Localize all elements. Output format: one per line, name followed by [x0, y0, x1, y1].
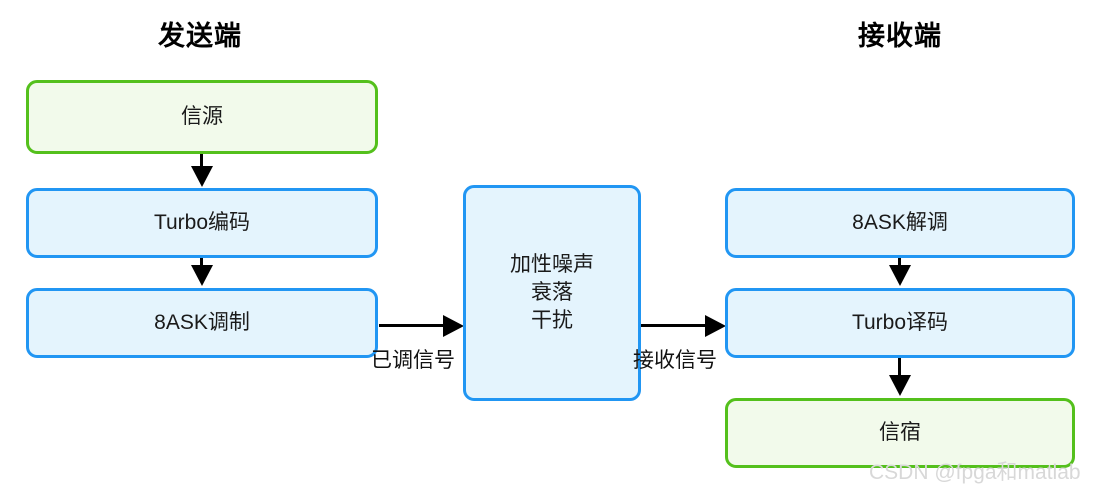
edge-decode-to-sink	[898, 358, 901, 377]
node-source[interactable]: 信源	[26, 80, 378, 154]
transmitter-title: 发送端	[158, 21, 242, 51]
node-source-label: 信源	[181, 105, 223, 129]
node-ask-modulate-label: 8ASK调制	[154, 311, 250, 335]
edge-label-received-signal: 接收信号	[633, 349, 717, 372]
arrowhead-demodulate-to-decode-icon	[889, 265, 911, 286]
edge-modulate-to-channel	[379, 324, 445, 327]
node-ask-modulate[interactable]: 8ASK调制	[26, 288, 378, 358]
node-channel-label: 加性噪声 衰落 干扰	[510, 253, 594, 332]
edge-channel-to-demodulate	[641, 324, 707, 327]
arrowhead-encode-to-modulate-icon	[191, 265, 213, 286]
node-ask-demodulate[interactable]: 8ASK解调	[725, 188, 1075, 258]
node-turbo-decode-label: Turbo译码	[851, 311, 949, 335]
arrowhead-source-to-encode-icon	[191, 166, 213, 187]
node-turbo-encode-label: Turbo编码	[153, 211, 251, 235]
node-channel[interactable]: 加性噪声 衰落 干扰	[463, 185, 641, 401]
edge-source-to-encode	[200, 154, 203, 168]
edge-encode-to-modulate	[200, 258, 203, 267]
arrowhead-modulate-to-channel-icon	[443, 315, 464, 337]
receiver-title: 接收端	[858, 21, 942, 51]
edge-label-modulated-signal: 已调信号	[371, 349, 455, 372]
node-sink-label: 信宿	[879, 421, 921, 445]
node-sink[interactable]: 信宿	[725, 398, 1075, 468]
arrowhead-channel-to-demodulate-icon	[705, 315, 726, 337]
edge-demodulate-to-decode	[898, 258, 901, 267]
arrowhead-decode-to-sink-icon	[889, 375, 911, 396]
node-turbo-decode[interactable]: Turbo译码	[725, 288, 1075, 358]
node-turbo-encode[interactable]: Turbo编码	[26, 188, 378, 258]
node-ask-demodulate-label: 8ASK解调	[852, 211, 948, 235]
